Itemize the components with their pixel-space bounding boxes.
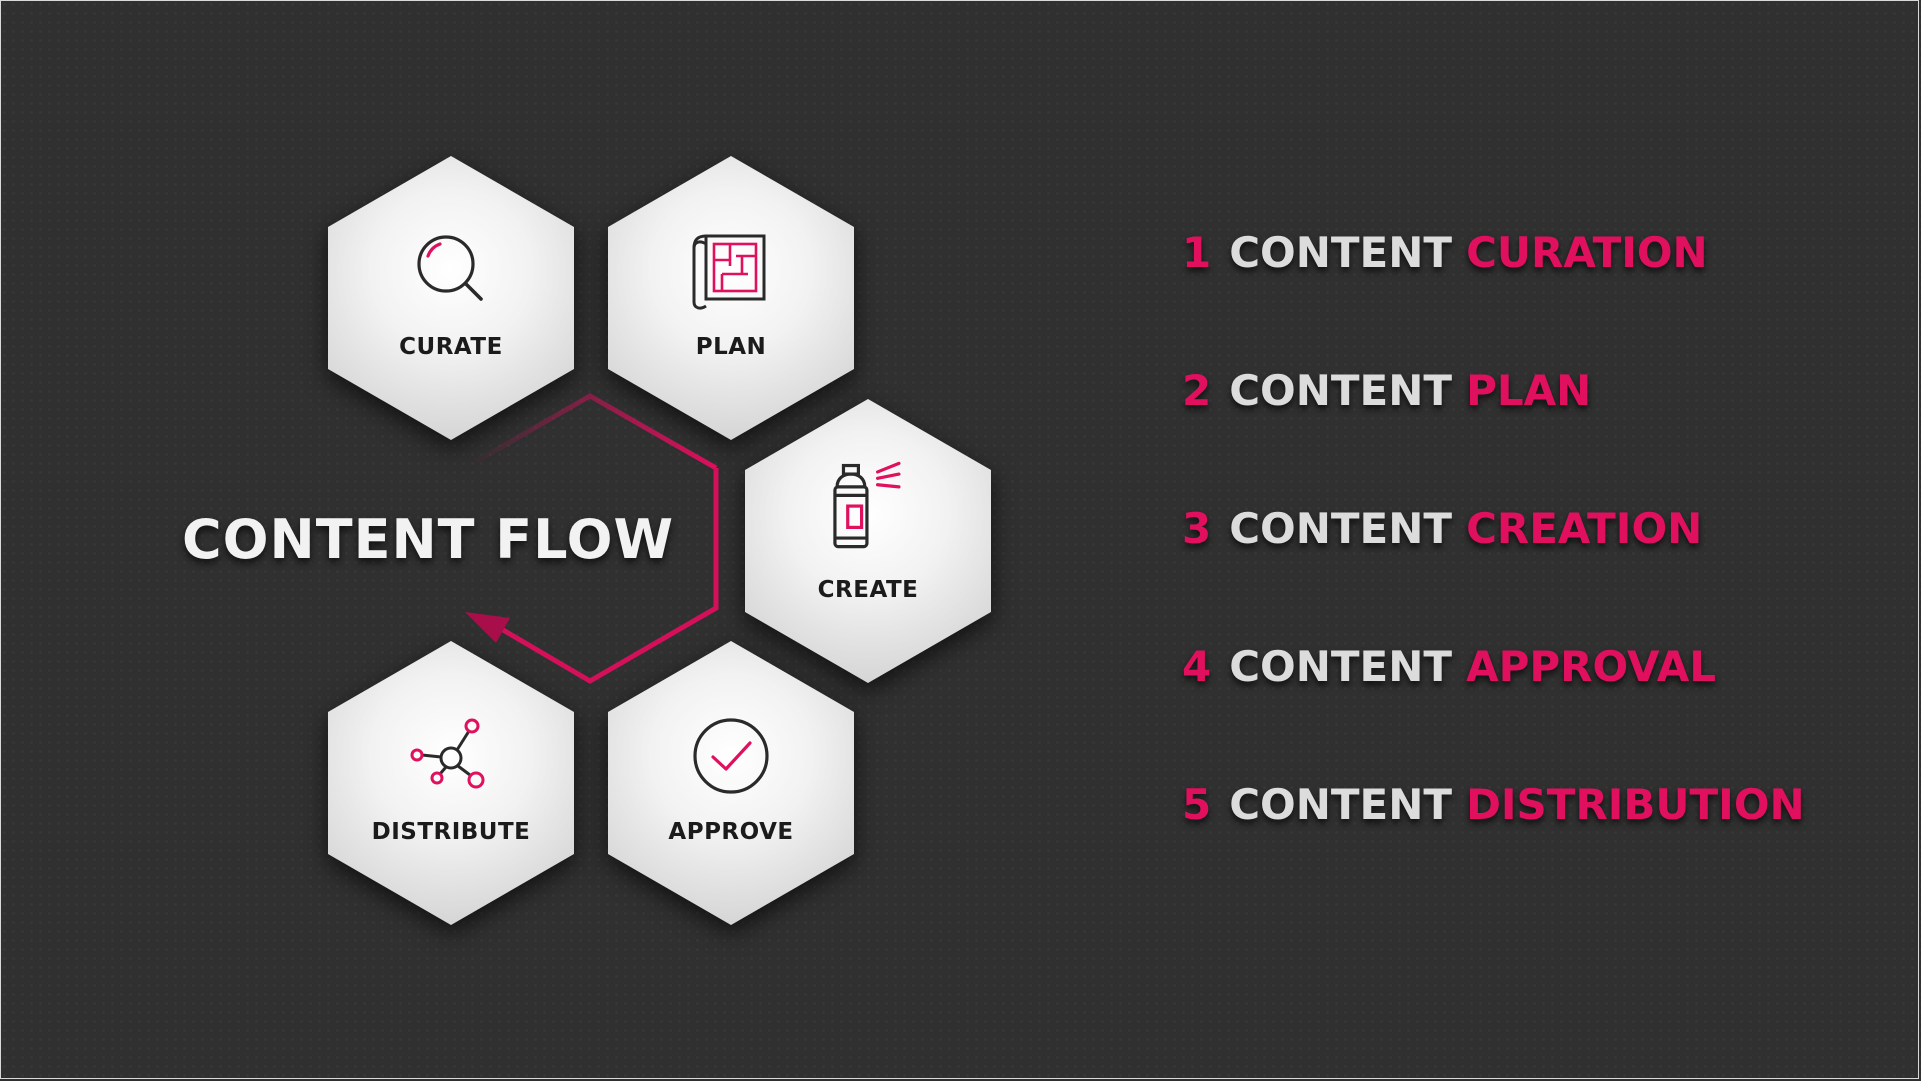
hex-distribute: DISTRIBUTE bbox=[328, 641, 574, 925]
step-highlight: DISTRIBUTION bbox=[1466, 780, 1805, 829]
hex-approve: APPROVE bbox=[608, 641, 854, 925]
step-item-3: 3 CONTENT CREATION bbox=[1182, 504, 1902, 642]
hex-label-approve: APPROVE bbox=[668, 819, 794, 845]
hex-label-create: CREATE bbox=[817, 577, 919, 603]
step-number: 3 bbox=[1182, 504, 1212, 553]
step-highlight: CURATION bbox=[1466, 228, 1708, 277]
step-highlight: CREATION bbox=[1466, 504, 1703, 553]
step-item-1: 1 CONTENT CURATION bbox=[1182, 228, 1902, 366]
diagram-title: CONTENT FLOW bbox=[182, 508, 675, 571]
spray-can-icon bbox=[833, 461, 901, 549]
step-number: 4 bbox=[1182, 642, 1212, 691]
hex-label-distribute: DISTRIBUTE bbox=[371, 819, 531, 845]
step-number: 5 bbox=[1182, 780, 1212, 829]
step-number: 1 bbox=[1182, 228, 1212, 277]
step-item-4: 4 CONTENT APPROVAL bbox=[1182, 642, 1902, 780]
magnifier-icon bbox=[417, 235, 483, 301]
step-word: CONTENT bbox=[1229, 642, 1453, 691]
step-word: CONTENT bbox=[1229, 366, 1453, 415]
hex-curate: CURATE bbox=[328, 156, 574, 440]
step-word: CONTENT bbox=[1229, 780, 1453, 829]
step-highlight: PLAN bbox=[1466, 366, 1592, 415]
blueprint-icon bbox=[692, 234, 766, 310]
hex-label-plan: PLAN bbox=[695, 334, 767, 360]
hex-create: CREATE bbox=[745, 399, 991, 683]
step-item-5: 5 CONTENT DISTRIBUTION bbox=[1182, 780, 1902, 918]
step-word: CONTENT bbox=[1229, 504, 1453, 553]
step-item-2: 2 CONTENT PLAN bbox=[1182, 366, 1902, 504]
checkmark-circle-icon bbox=[693, 718, 769, 794]
network-nodes-icon bbox=[410, 718, 485, 789]
step-highlight: APPROVAL bbox=[1466, 642, 1716, 691]
hex-plan: PLAN bbox=[608, 156, 854, 440]
step-word: CONTENT bbox=[1229, 228, 1453, 277]
step-number: 2 bbox=[1182, 366, 1212, 415]
hex-label-curate: CURATE bbox=[399, 334, 503, 360]
